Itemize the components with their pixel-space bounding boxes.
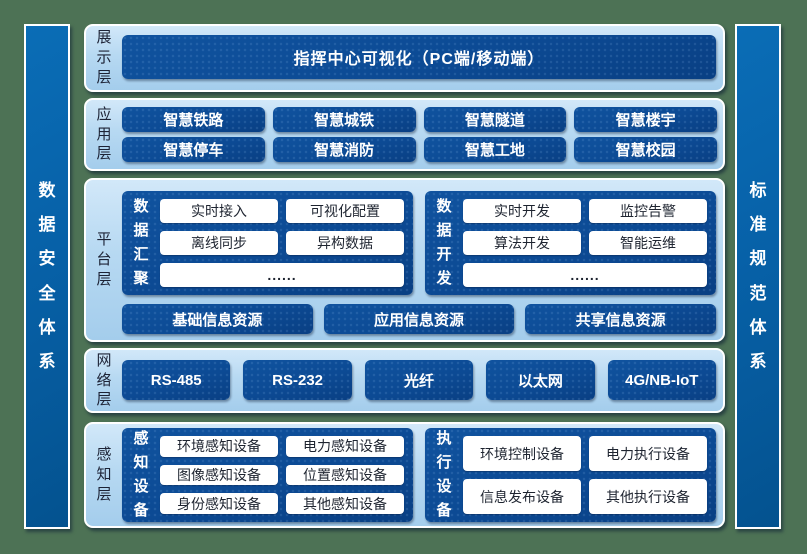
layer-label-application: 应用层 <box>96 105 112 163</box>
pillar-data-security-label: 数据安全体系 <box>38 180 56 372</box>
group-data-aggregation: 数据汇聚 实时接入 可视化配置 离线同步 异构数据 ...... <box>122 191 413 295</box>
platform-resources: 基础信息资源 应用信息资源 共享信息资源 <box>122 304 716 334</box>
item-algorithm-development: 算法开发 <box>463 231 581 255</box>
item-other-sensing-device: 其他感知设备 <box>286 493 404 514</box>
app-box-smart-railway: 智慧铁路 <box>122 107 265 132</box>
resource-box-application-info: 应用信息资源 <box>323 304 515 334</box>
layer-label-platform: 平台层 <box>96 231 112 288</box>
perception-groups: 感知设备 环境感知设备 电力感知设备 图像感知设备 位置感知设备 身份感知设备 … <box>122 424 723 526</box>
group-name-sensing-devices: 感知设备 <box>133 430 149 519</box>
resource-box-shared-info: 共享信息资源 <box>525 304 716 334</box>
resource-box-basic-info: 基础信息资源 <box>122 304 313 334</box>
platform-body: 数据汇聚 实时接入 可视化配置 离线同步 异构数据 ...... 数据开发 <box>122 180 723 340</box>
item-visual-config: 可视化配置 <box>286 199 404 223</box>
item-realtime-development: 实时开发 <box>463 199 581 223</box>
layer-stack: 展示层 指挥中心可视化（PC端/移动端） 应用层 智慧铁路 智慧城铁 智慧隧道 … <box>84 24 725 528</box>
app-box-smart-campus: 智慧校园 <box>574 137 717 162</box>
app-box-smart-construction: 智慧工地 <box>423 137 567 162</box>
command-center-box: 指挥中心可视化（PC端/移动端） <box>122 35 716 79</box>
platform-groups: 数据汇聚 实时接入 可视化配置 离线同步 异构数据 ...... 数据开发 <box>122 191 716 295</box>
layer-label-perception: 感知层 <box>96 446 112 503</box>
item-heterogeneous-data: 异构数据 <box>286 231 404 255</box>
application-grid: 智慧铁路 智慧城铁 智慧隧道 智慧楼宇 智慧停车 智慧消防 智慧工地 智慧校园 <box>122 100 723 169</box>
group-data-development: 数据开发 实时开发 监控告警 算法开发 智能运维 ...... <box>425 191 716 295</box>
layer-band-platform: 平台层 数据汇聚 实时接入 可视化配置 离线同步 异构数据 ...... <box>84 178 725 342</box>
pillar-standards: 标准规范体系 <box>735 24 781 529</box>
app-box-smart-tunnel: 智慧隧道 <box>423 107 567 132</box>
layer-band-network: 网络层 RS-485 RS-232 光纤 以太网 4G/NB-IoT <box>84 348 725 413</box>
item-identity-sensing-device: 身份感知设备 <box>160 493 278 514</box>
layer-label-network: 网络层 <box>96 351 112 409</box>
layer-band-presentation: 展示层 指挥中心可视化（PC端/移动端） <box>84 24 725 92</box>
network-box-rs485: RS-485 <box>122 360 231 400</box>
item-environment-sensing-device: 环境感知设备 <box>160 436 278 457</box>
network-box-4g-nbiot: 4G/NB-IoT <box>607 360 716 400</box>
item-realtime-access: 实时接入 <box>160 199 278 223</box>
network-grid: RS-485 RS-232 光纤 以太网 4G/NB-IoT <box>122 350 723 411</box>
item-monitor-alert: 监控告警 <box>589 199 707 223</box>
pillar-data-security: 数据安全体系 <box>24 24 70 529</box>
group-name-actuator-devices: 执行设备 <box>436 430 452 519</box>
layer-band-perception: 感知层 感知设备 环境感知设备 电力感知设备 图像感知设备 位置感知设备 身份感… <box>84 422 725 528</box>
item-other-actuator-device: 其他执行设备 <box>589 479 707 514</box>
app-box-smart-parking: 智慧停车 <box>122 137 265 162</box>
item-more-ellipsis: ...... <box>160 263 404 287</box>
item-image-sensing-device: 图像感知设备 <box>160 464 278 486</box>
network-box-fiber: 光纤 <box>364 360 474 400</box>
app-box-smart-building: 智慧楼宇 <box>574 107 717 132</box>
item-power-actuator-device: 电力执行设备 <box>589 436 707 471</box>
data-development-items: 实时开发 监控告警 算法开发 智能运维 ...... <box>463 199 707 287</box>
app-box-smart-firefighting: 智慧消防 <box>272 137 416 162</box>
sensing-device-items: 环境感知设备 电力感知设备 图像感知设备 位置感知设备 身份感知设备 其他感知设… <box>160 436 404 514</box>
item-environment-control-device: 环境控制设备 <box>463 436 581 471</box>
actuator-device-items: 环境控制设备 电力执行设备 信息发布设备 其他执行设备 <box>463 436 707 514</box>
group-sensing-devices: 感知设备 环境感知设备 电力感知设备 图像感知设备 位置感知设备 身份感知设备 … <box>122 428 413 522</box>
item-info-publish-device: 信息发布设备 <box>463 479 581 514</box>
layer-band-application: 应用层 智慧铁路 智慧城铁 智慧隧道 智慧楼宇 智慧停车 智慧消防 智慧工地 智… <box>84 98 725 171</box>
layer-label-presentation: 展示层 <box>96 29 112 86</box>
item-offline-sync: 离线同步 <box>160 231 278 255</box>
item-power-sensing-device: 电力感知设备 <box>286 436 404 457</box>
network-box-rs232: RS-232 <box>243 360 352 400</box>
item-position-sensing-device: 位置感知设备 <box>286 464 404 486</box>
group-actuator-devices: 执行设备 环境控制设备 电力执行设备 信息发布设备 其他执行设备 <box>425 428 716 522</box>
data-aggregation-items: 实时接入 可视化配置 离线同步 异构数据 ...... <box>160 199 404 287</box>
app-box-smart-metro: 智慧城铁 <box>272 107 416 132</box>
item-more-ellipsis: ...... <box>463 263 707 287</box>
item-intelligent-ops: 智能运维 <box>589 231 707 255</box>
group-name-data-aggregation: 数据汇聚 <box>133 198 149 287</box>
pillar-standards-label: 标准规范体系 <box>749 180 767 372</box>
group-name-data-development: 数据开发 <box>436 198 452 287</box>
presentation-body: 指挥中心可视化（PC端/移动端） <box>122 26 723 90</box>
network-box-ethernet: 以太网 <box>486 360 595 400</box>
